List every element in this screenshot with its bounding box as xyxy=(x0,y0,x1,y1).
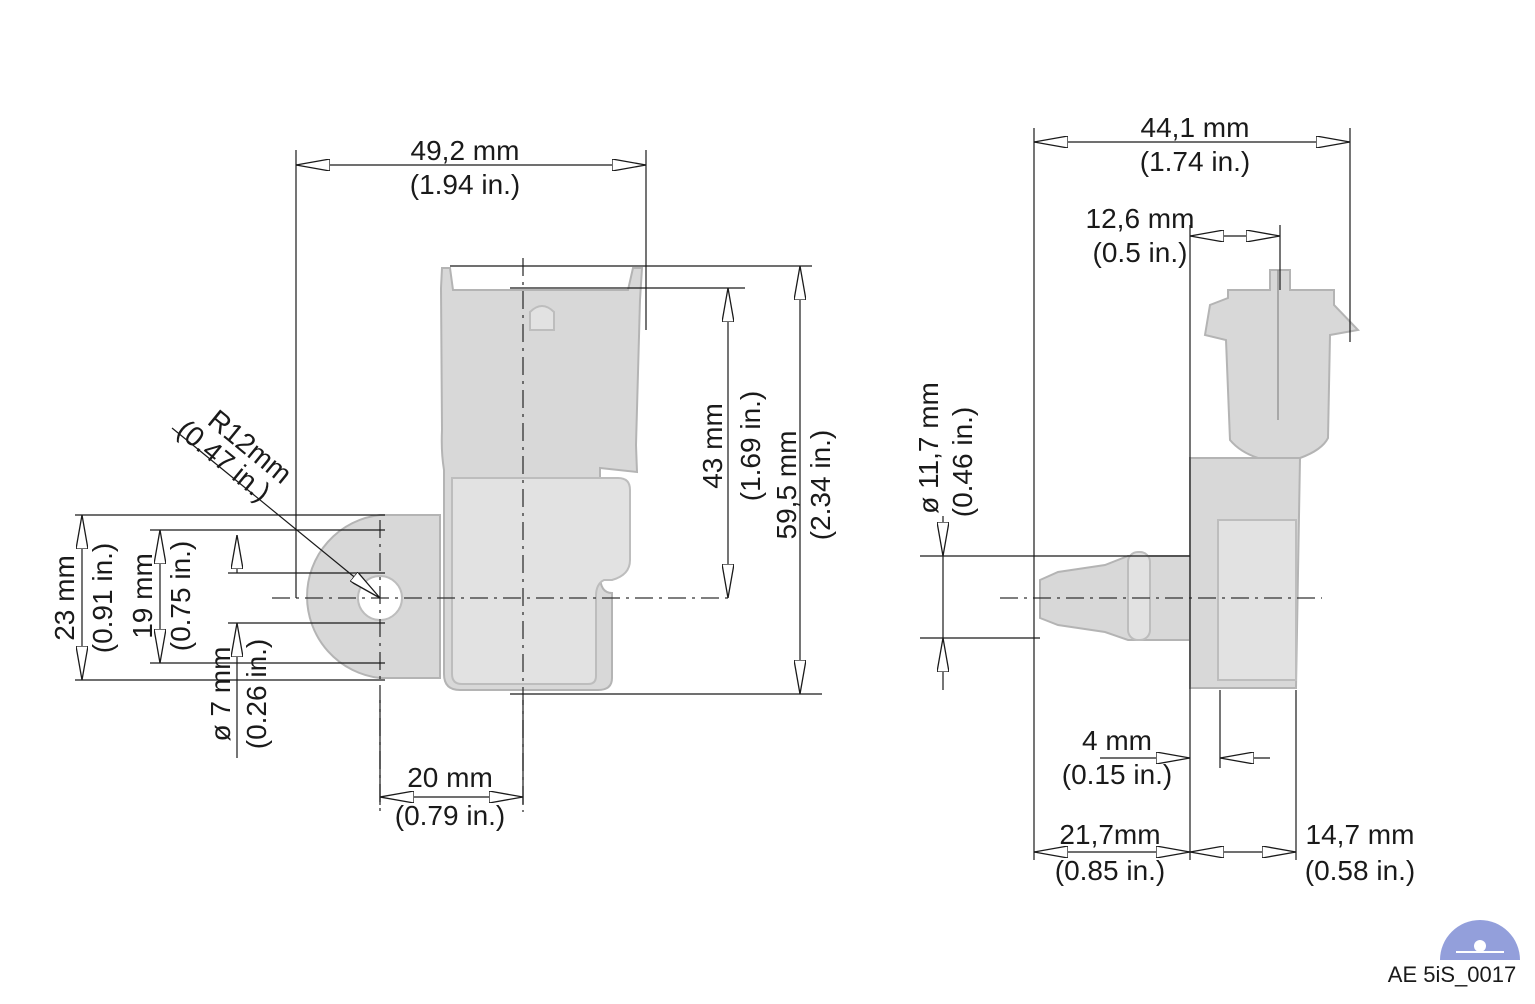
connector-offset-mm: 12,6 mm xyxy=(1086,203,1195,234)
nozzle-length-mm: 21,7mm xyxy=(1059,819,1160,850)
flange-height-mm: 23 mm xyxy=(49,555,80,641)
offset-mm: 20 mm xyxy=(407,762,493,793)
total-width-in: (1.74 in.) xyxy=(1140,146,1251,177)
body-depth-in: (0.58 in.) xyxy=(1305,855,1416,886)
connector-height-in: (1.69 in.) xyxy=(735,391,766,502)
front-latch xyxy=(529,305,555,331)
front-labels: 49,2 mm (1.94 in.) 43 mm (1.69 in.) 59,5… xyxy=(49,135,836,831)
side-body-face xyxy=(1217,519,1297,681)
watermark-logo-icon xyxy=(1440,920,1520,960)
side-connector xyxy=(1203,269,1361,459)
hole-spacing-mm: 19 mm xyxy=(127,553,158,639)
front-dimension-lines xyxy=(82,165,800,797)
total-height-mm: 59,5 mm xyxy=(771,431,802,540)
hole-diameter-in: (0.26 in.) xyxy=(241,639,272,750)
front-sensor-face xyxy=(451,477,631,685)
side-extension-lines xyxy=(920,128,1351,860)
connector-height-mm: 43 mm xyxy=(697,403,728,489)
nozzle-diameter-mm: ø 11,7 mm xyxy=(913,382,944,514)
front-view xyxy=(306,267,644,691)
side-labels: 44,1 mm (1.74 in.) 12,6 mm (0.5 in.) ø 1… xyxy=(913,112,1415,886)
side-oring xyxy=(1127,551,1151,641)
total-height-in: (2.34 in.) xyxy=(805,430,836,541)
connector-offset-in: (0.5 in.) xyxy=(1093,237,1188,268)
nozzle-length-in: (0.85 in.) xyxy=(1055,855,1166,886)
side-dimension-lines xyxy=(943,142,1350,852)
hole-spacing-in: (0.75 in.) xyxy=(165,541,196,652)
reference-code: AE 5iS_0017 xyxy=(1388,962,1516,987)
nozzle-diameter-in: (0.46 in.) xyxy=(947,407,978,518)
offset-in: (0.79 in.) xyxy=(395,800,506,831)
side-view xyxy=(1039,269,1361,689)
hole-diameter-mm: ø 7 mm xyxy=(205,647,236,742)
total-width-mm: 44,1 mm xyxy=(1141,112,1250,143)
flange-thickness-in: (0.15 in.) xyxy=(1062,759,1173,790)
flange-height-in: (0.91 in.) xyxy=(87,543,118,654)
width-mm: 49,2 mm xyxy=(411,135,520,166)
width-in: (1.94 in.) xyxy=(410,169,521,200)
flange-thickness-mm: 4 mm xyxy=(1082,725,1152,756)
body-depth-mm: 14,7 mm xyxy=(1306,819,1415,850)
